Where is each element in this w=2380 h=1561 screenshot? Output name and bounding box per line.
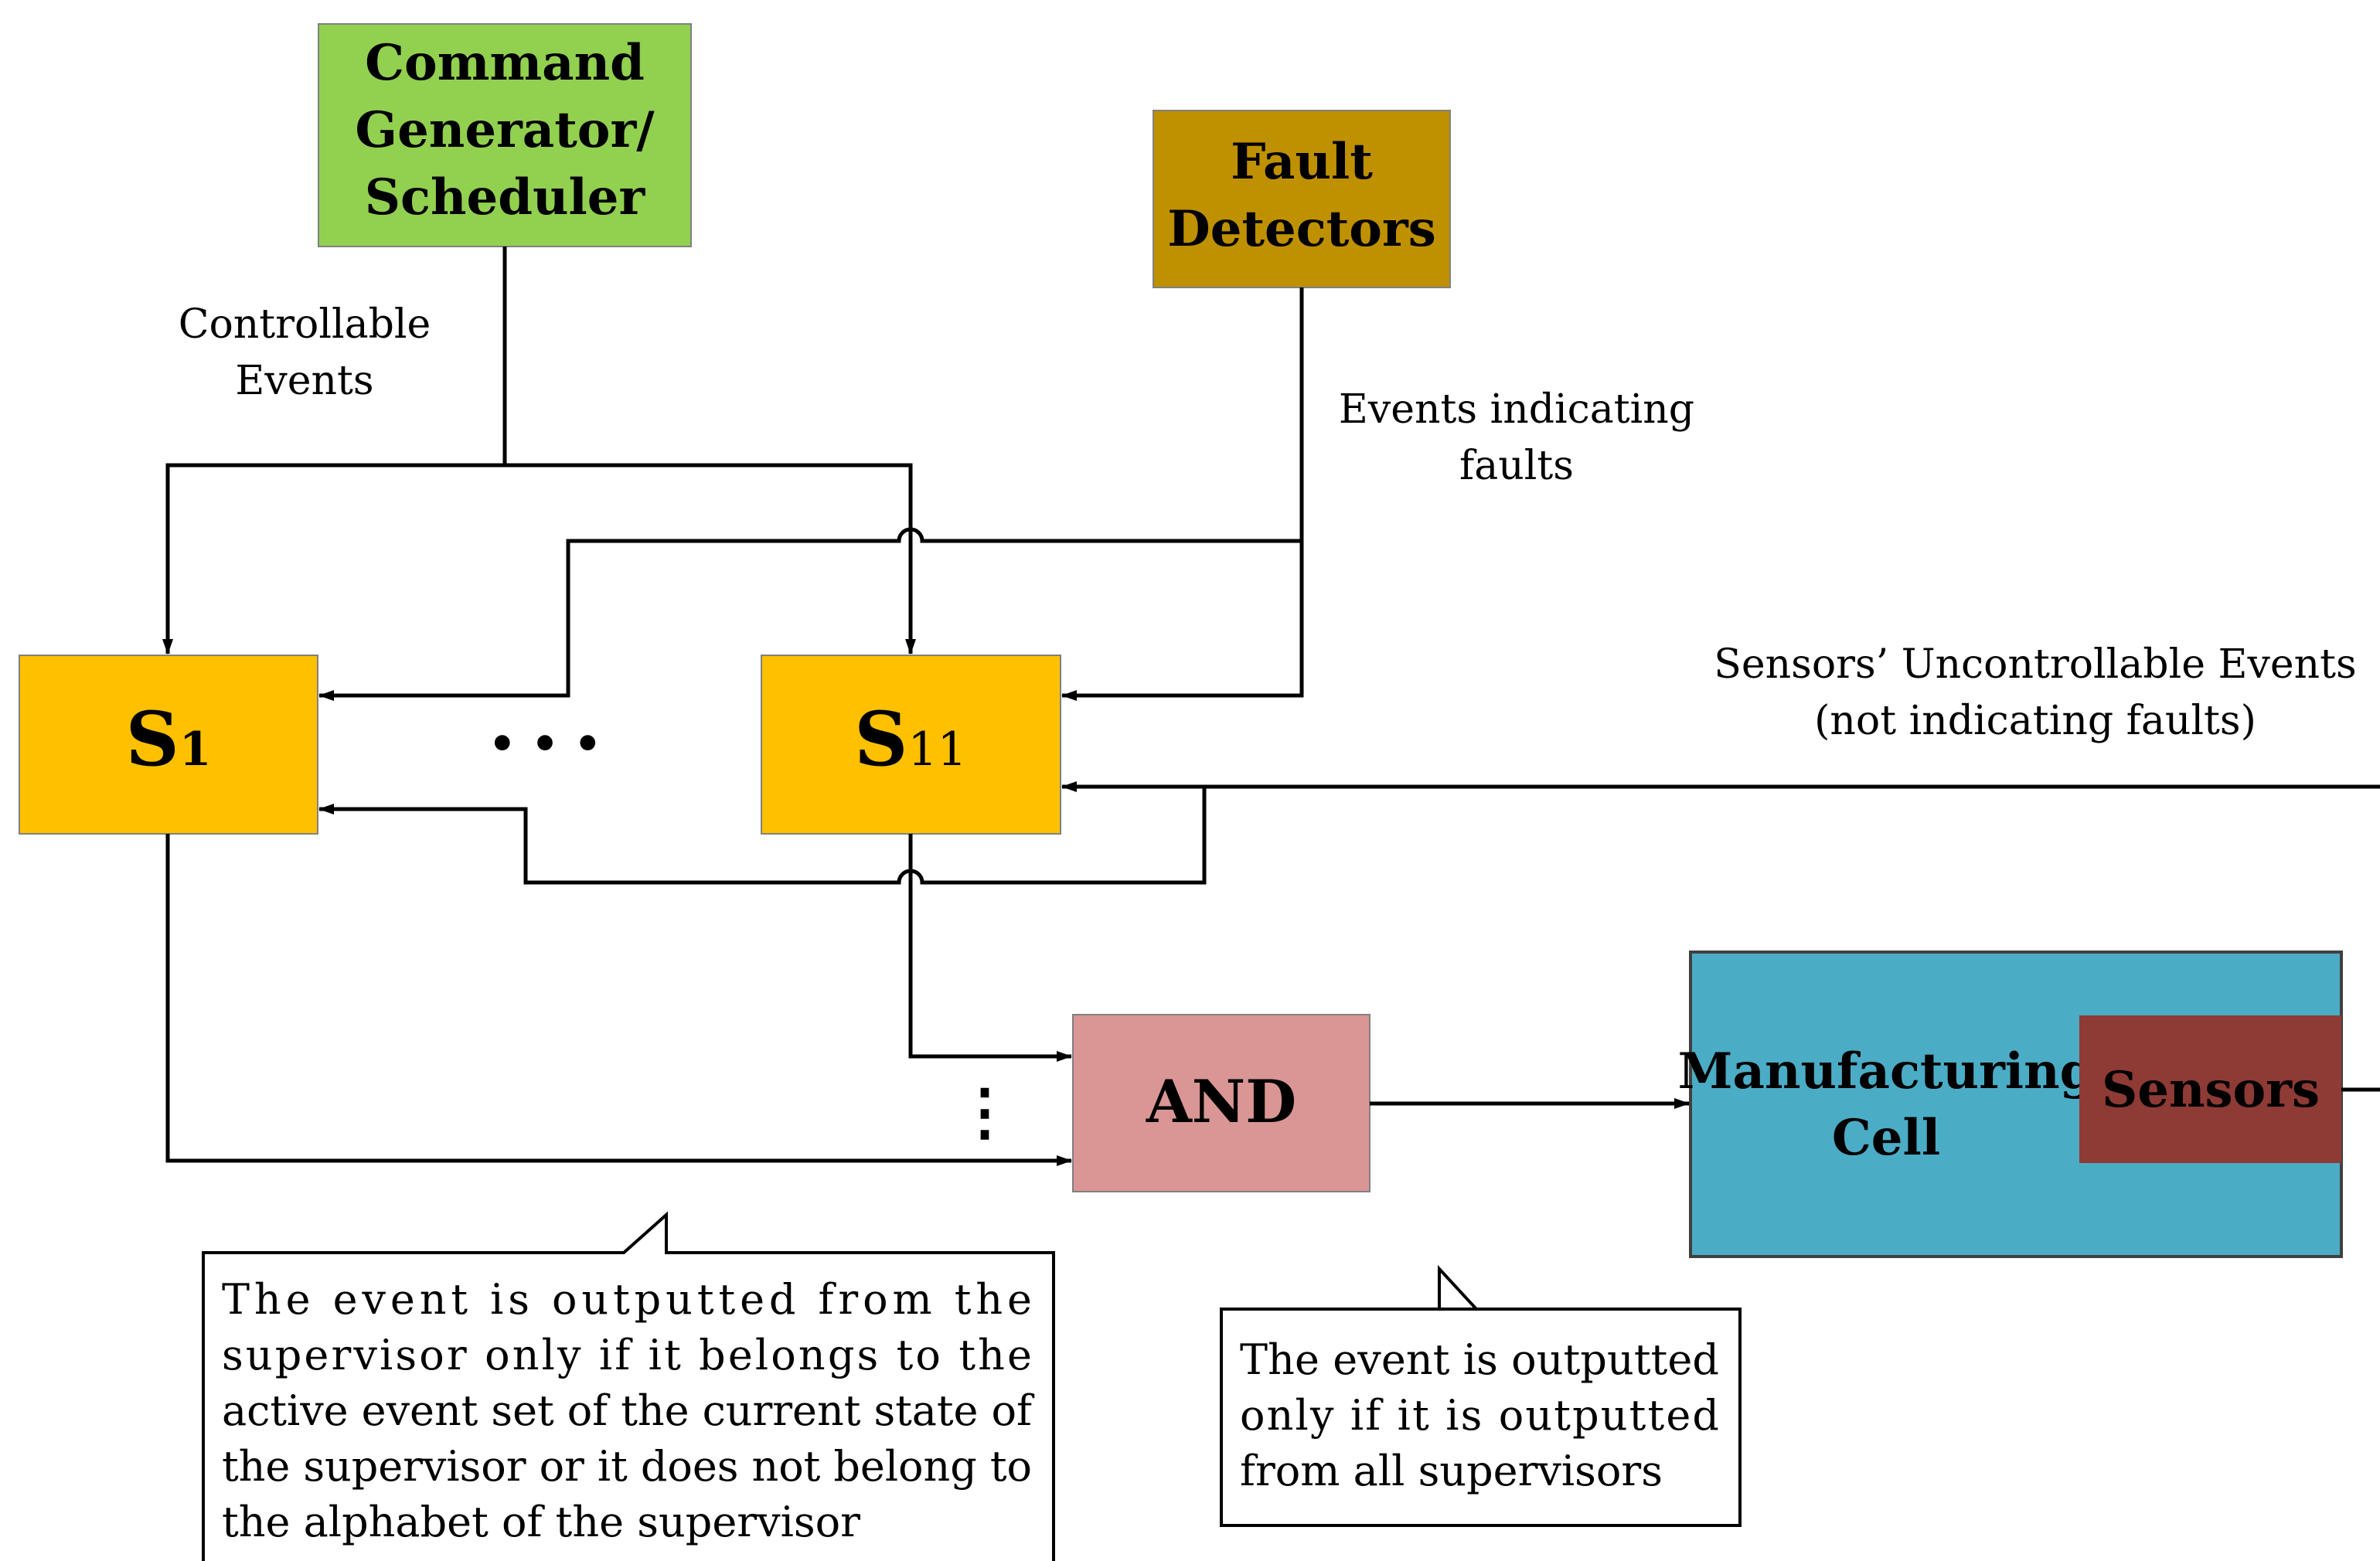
supervisor-s1-label: S1: [125, 695, 211, 783]
supervisor-s11-node: S11: [761, 655, 1061, 835]
faults-label-line-2: faults: [1459, 443, 1574, 489]
controllable-to-s11-arrow: [505, 463, 916, 655]
s1-to-and-arrow: [165, 834, 1072, 1166]
faults-label-line-1: Events indicating: [1339, 386, 1694, 433]
and-callout-line-3: from all supervisors: [1240, 1447, 1663, 1495]
horizontal-ellipsis: • • •: [489, 719, 601, 770]
supervisor-s11-box: [761, 655, 1061, 835]
faults-to-s11-arrow: [1061, 287, 1304, 701]
vertical-ellipsis: ⋮: [954, 1075, 1016, 1148]
supervisor-s1-node: S1: [19, 655, 318, 835]
s1-subscript: 1: [179, 723, 212, 777]
and-callout-bubble: [1220, 1264, 1742, 1527]
sensor-events-label: Sensors’ Uncontrollable Events (not indi…: [1714, 641, 2356, 744]
and-callout-line-1: The event is outputted: [1240, 1335, 1719, 1384]
s1-letter: S: [125, 695, 179, 783]
and-output-callout: The event is outputted only if it is out…: [1220, 1264, 1742, 1527]
sensor-events-line-1: Sensors’ Uncontrollable Events: [1714, 641, 2356, 688]
vertical-ellipsis-text: ⋮: [954, 1075, 1016, 1148]
fault-events-label: Events indicating faults: [1339, 386, 1694, 489]
and-gate-box: [1072, 1014, 1370, 1192]
controllable-events-label: Controllable Events: [179, 301, 431, 404]
controllable-to-s1-arrow: [162, 247, 507, 655]
command-generator-box: [318, 23, 692, 247]
s11-to-and-arrow: [908, 834, 1072, 1062]
cell-line-1: Manufacturing: [1678, 1042, 2095, 1100]
controllable-label-line-1: Controllable: [179, 301, 431, 348]
fault-detectors-node: Fault Detectors: [1153, 110, 1451, 288]
controllable-label-line-2: Events: [235, 358, 373, 404]
fault-line-2: Detectors: [1167, 200, 1435, 258]
supervisor-callout-bubble: [202, 1211, 1055, 1561]
supervisor-callout-line-1: The event is outputted from the: [222, 1275, 1032, 1324]
supervisor-callout-line-2: supervisor only if it belongs to the: [222, 1331, 1032, 1379]
command-generator-node: Command Generator/ Scheduler: [318, 23, 692, 247]
supervisor-callout-line-5: the alphabet of the supervisor: [222, 1498, 860, 1546]
supervisor-callout-line-3: active event set of the current state of: [222, 1386, 1035, 1435]
sensors-label: Sensors: [2102, 1061, 2320, 1119]
supervisor-s1-box: [19, 655, 318, 835]
command-line-2: Generator/: [355, 101, 655, 159]
supervisor-output-callout: The event is outputted from the supervis…: [202, 1211, 1055, 1561]
fault-line-1: Fault: [1231, 133, 1373, 191]
sensors-box: [2079, 1015, 2341, 1163]
command-line-3: Scheduler: [365, 168, 646, 226]
cell-line-2: Cell: [1832, 1109, 1940, 1167]
manufacturing-cell-node: Manufacturing Cell Sensors: [1678, 951, 2343, 1258]
sensors-to-s11-arrow: [1061, 781, 2380, 1092]
faults-to-s1-arrow: [318, 527, 1302, 701]
supervisor-s11-label: S11: [854, 695, 967, 783]
s11-letter: S: [854, 695, 907, 783]
sensor-events-line-2: (not indicating faults): [1814, 698, 2256, 744]
supervisor-callout-line-4: the supervisor or it does not belong to: [222, 1442, 1032, 1491]
and-gate-node: AND: [1072, 1014, 1370, 1192]
fault-detectors-box: [1153, 110, 1451, 288]
and-gate-label: AND: [1146, 1067, 1296, 1136]
and-callout-line-2: only if it is outputted: [1240, 1391, 1719, 1440]
horizontal-ellipsis-text: • • •: [489, 719, 601, 770]
command-line-1: Command: [365, 34, 645, 92]
s11-subscript: 11: [907, 723, 966, 777]
